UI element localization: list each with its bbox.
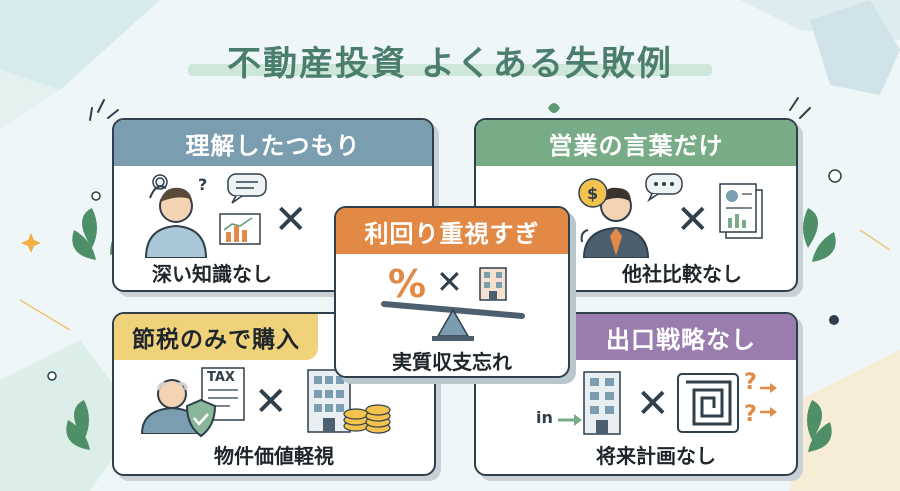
building-icon <box>307 369 351 433</box>
confused-person-icon: ? <box>144 174 207 258</box>
card-header: 利回り重視すぎ <box>336 208 568 254</box>
shield-icon <box>185 398 217 438</box>
arrow-right-icon <box>760 383 777 417</box>
svg-text:$: $ <box>587 184 598 203</box>
svg-text:?: ? <box>198 175 207 194</box>
title-underline <box>188 64 712 76</box>
maze-icon <box>677 373 739 433</box>
building-icon <box>583 371 621 435</box>
card-yield-focus: 利回り重視すぎ % ✕ 実質収支忘れ <box>334 206 570 378</box>
in-label: in <box>536 408 553 427</box>
card-caption: 物件価値軽視 <box>214 444 334 468</box>
salesperson-icon <box>580 187 650 258</box>
card-caption: 他社比較なし <box>622 262 742 286</box>
cross-icon: ✕ <box>274 197 308 243</box>
sparkle-icon <box>21 233 41 253</box>
card-header: 営業の言葉だけ <box>476 120 796 166</box>
question-mark: ? <box>744 370 757 395</box>
percent-sign: % <box>388 262 427 306</box>
cross-icon: ✕ <box>636 381 670 427</box>
page-title: 不動産投資 よくある失敗例 <box>227 44 673 84</box>
document-icon <box>719 183 763 239</box>
building-icon <box>479 267 507 301</box>
tax-label: TAX <box>207 370 235 385</box>
speech-bubble-icon <box>645 173 683 202</box>
card-caption: 実質収支忘れ <box>392 350 512 374</box>
dollar-icon: $ <box>578 178 608 208</box>
cross-icon: ✕ <box>676 197 710 243</box>
arrow-right-icon <box>558 414 582 426</box>
chart-board-icon <box>219 213 261 245</box>
cross-icon: ✕ <box>436 263 463 301</box>
card-header: 理解したつもり <box>114 120 432 166</box>
scale-icon <box>381 301 525 341</box>
card-caption: 将来計画なし <box>596 444 716 468</box>
card-sales-talk: 営業の言葉だけ $ ✕ 他社比較なし <box>474 118 798 292</box>
coins-icon <box>343 404 391 434</box>
card-caption: 深い知識なし <box>152 262 272 286</box>
card-header: 節税のみで購入 <box>114 314 318 360</box>
cross-icon: ✕ <box>254 379 288 425</box>
question-mark: ? <box>744 402 757 427</box>
speech-bubble-icon <box>227 173 267 204</box>
